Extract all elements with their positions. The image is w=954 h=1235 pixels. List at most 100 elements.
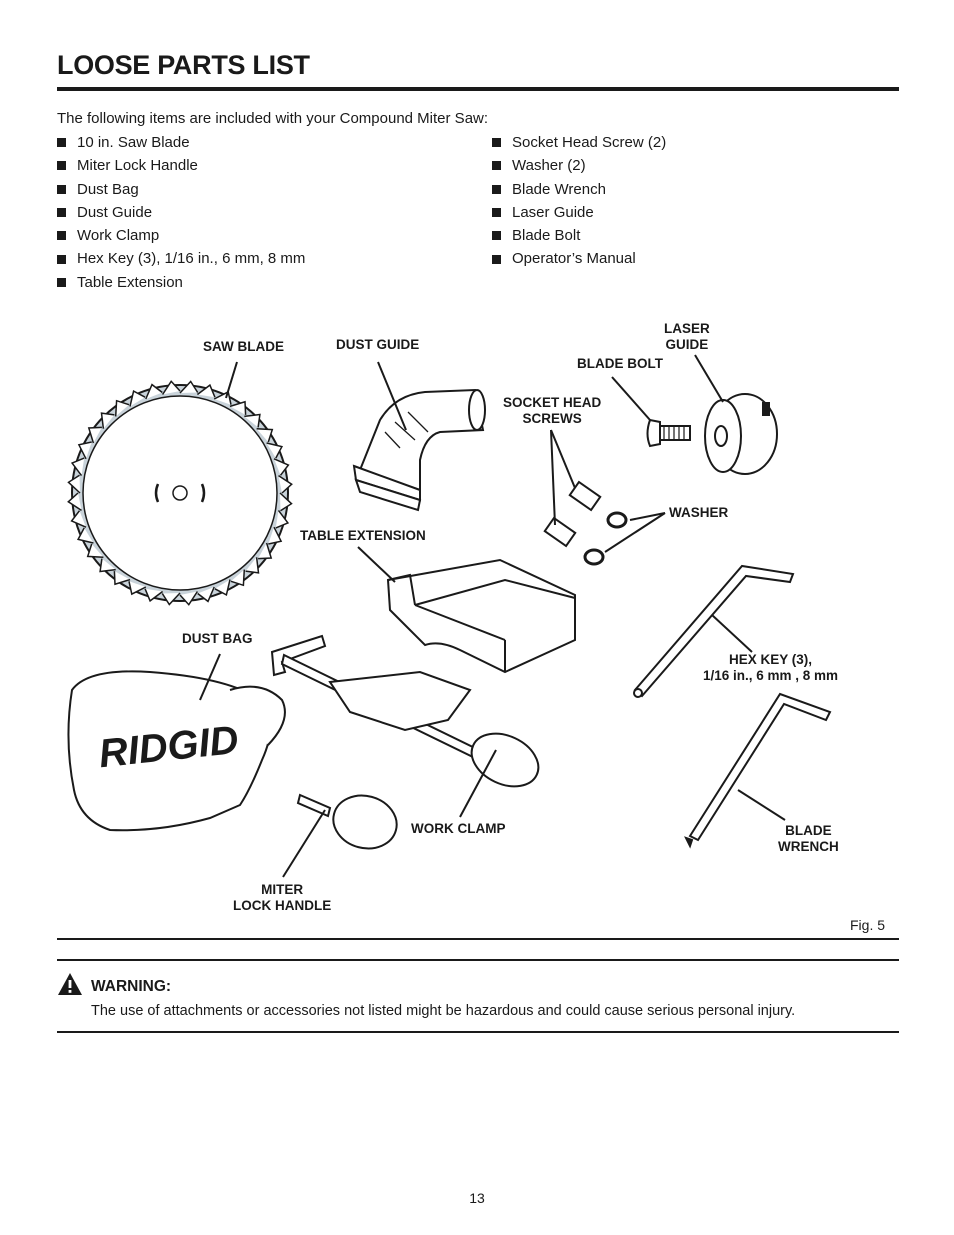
list-item: Dust Bag: [57, 178, 305, 201]
label-socket-head-screws: SOCKET HEAD SCREWS: [503, 395, 602, 426]
square-bullet-icon: [57, 231, 66, 241]
square-bullet-icon: [57, 138, 66, 148]
title-rule: [57, 87, 899, 91]
blade-tooth: [86, 543, 104, 559]
parts-list-right: Socket Head Screw (2) Washer (2) Blade W…: [492, 131, 666, 271]
blade-tooth: [161, 380, 181, 395]
saw-blade-leader: [225, 361, 238, 399]
square-bullet-icon: [57, 184, 66, 194]
figure-caption: Fig. 5: [850, 917, 886, 933]
blade-tooth: [268, 526, 283, 545]
blade-tooth: [129, 389, 146, 407]
blade-tooth: [278, 474, 293, 494]
list-item: Miter Lock Handle: [57, 154, 305, 177]
blade-wrench-leader: [737, 789, 786, 821]
list-item: Washer (2): [492, 154, 666, 177]
label-washer: WASHER: [669, 505, 729, 520]
blade-tooth: [179, 380, 199, 394]
blade-tooth: [76, 527, 94, 544]
dust-guide-leader: [377, 361, 407, 431]
list-item: Work Clamp: [57, 224, 305, 247]
square-bullet-icon: [492, 184, 501, 194]
work-clamp-icon: [270, 634, 540, 788]
blade-tooth: [113, 571, 131, 586]
square-bullet-icon: [492, 231, 501, 241]
blade-tooth: [128, 581, 147, 596]
blade-tooth: [230, 569, 246, 587]
label-blade-wrench: BLADE WRENCH: [778, 823, 839, 854]
list-item: Blade Bolt: [492, 224, 666, 247]
dust-bag-leader: [199, 653, 221, 701]
list-item: Table Extension: [57, 271, 305, 294]
blade-tooth: [144, 588, 164, 603]
square-bullet-icon: [57, 254, 66, 264]
list-item: Hex Key (3), 1/16 in., 6 mm, 8 mm: [57, 247, 305, 270]
blade-tooth: [273, 458, 290, 476]
list-item: Blade Wrench: [492, 178, 666, 201]
list-item: 10 in. Saw Blade: [57, 131, 305, 154]
blade-tooth: [244, 413, 261, 428]
parts-list-left: 10 in. Saw Blade Miter Lock Handle Dust …: [57, 131, 305, 294]
list-item: Operator’s Manual: [492, 247, 666, 270]
square-bullet-icon: [57, 208, 66, 218]
blade-tooth: [266, 442, 284, 459]
square-bullet-icon: [57, 277, 66, 287]
blade-tooth: [67, 492, 82, 512]
laser-guide-icon: [704, 393, 778, 475]
label-laser-guide: LASER GUIDE: [664, 321, 710, 352]
parts-illustration: RIDGID: [67, 354, 832, 878]
warning-bottom-rule: [57, 1031, 899, 1033]
square-bullet-icon: [492, 161, 501, 171]
warning-top-rule: [57, 959, 899, 961]
table-extension-leader: [357, 546, 396, 583]
square-bullet-icon: [492, 254, 501, 264]
label-hex-key: HEX KEY (3), 1/16 in., 6 mm , 8 mm: [703, 652, 839, 683]
label-work-clamp: WORK CLAMP: [411, 821, 506, 836]
hex-key-icon: [633, 564, 795, 698]
washer-leader-b: [604, 512, 666, 553]
miter-lock-handle-icon: [296, 793, 398, 850]
blade-tooth: [77, 441, 92, 460]
work-clamp-leader: [459, 749, 497, 818]
label-miter-lock-handle: MITER LOCK HANDLE: [233, 882, 332, 913]
dust-bag-icon: [67, 670, 286, 832]
label-saw-blade: SAW BLADE: [203, 339, 284, 354]
blade-tooth: [67, 474, 81, 494]
blade-tooth: [100, 412, 115, 429]
blade-tooth: [145, 383, 163, 400]
blade-tooth: [70, 457, 85, 477]
blade-tooth: [197, 586, 215, 603]
label-blade-bolt: BLADE BOLT: [577, 356, 663, 371]
miter-lock-leader: [282, 809, 326, 878]
blade-tooth: [279, 492, 293, 512]
blade-tooth: [256, 427, 274, 443]
square-bullet-icon: [492, 138, 501, 148]
label-dust-bag: DUST BAG: [182, 631, 253, 646]
blade-tooth: [196, 383, 216, 398]
blade-tooth: [214, 579, 231, 597]
warning-text: The use of attachments or accessories no…: [91, 1003, 796, 1019]
blade-tooth: [179, 591, 199, 606]
page-number: 13: [469, 1190, 485, 1206]
blade-bolt-icon: [646, 418, 691, 448]
blade-tooth: [229, 400, 247, 415]
square-bullet-icon: [57, 161, 66, 171]
laser-guide-leader: [694, 354, 724, 403]
socket-screws-leader-b: [550, 429, 556, 526]
table-extension-icon: [386, 558, 576, 674]
blade-tooth: [275, 509, 290, 529]
list-item: Socket Head Screw (2): [492, 131, 666, 154]
dust-guide-icon: [352, 388, 486, 512]
blade-tooth: [87, 426, 102, 444]
list-item: Dust Guide: [57, 201, 305, 224]
blade-bolt-leader: [611, 376, 651, 421]
blade-tooth: [161, 592, 181, 606]
page-title: LOOSE PARTS LIST: [57, 50, 310, 80]
warning-title: WARNING:: [91, 978, 172, 995]
saw-blade-icon: [67, 380, 293, 606]
blade-tooth: [99, 558, 116, 573]
socket-screws-leader-a: [550, 429, 576, 489]
blade-tooth: [70, 510, 87, 528]
list-item: Laser Guide: [492, 201, 666, 224]
blade-wrench-icon: [684, 692, 832, 849]
